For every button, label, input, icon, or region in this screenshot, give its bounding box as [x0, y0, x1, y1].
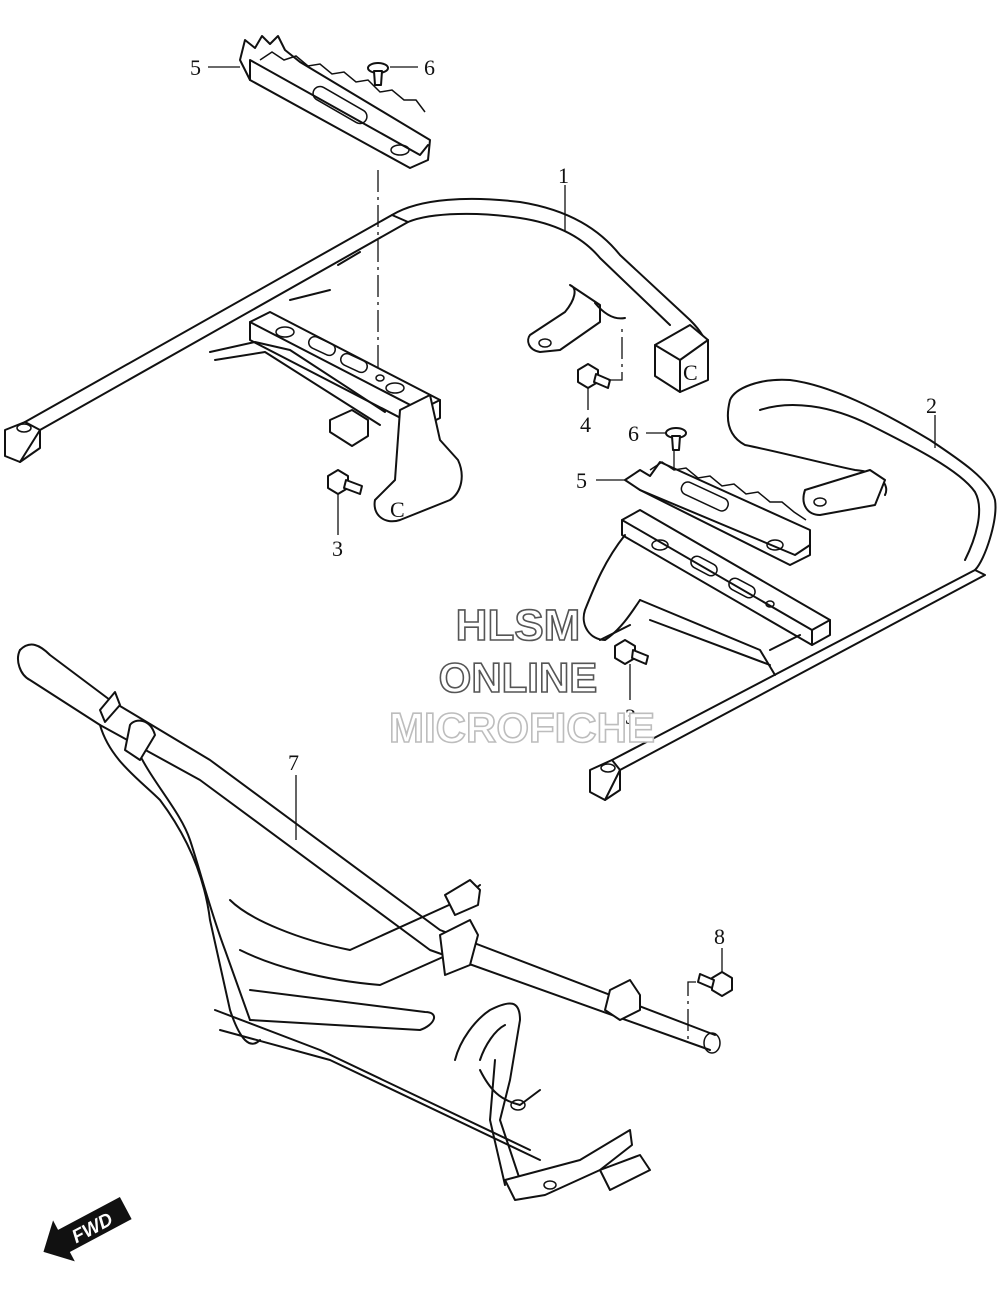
callout-2: 2: [926, 393, 937, 418]
callout-5-lower: 5: [576, 468, 587, 493]
callout-3-lower: 3: [625, 704, 636, 729]
front-guard-part-7: [17, 643, 721, 1201]
foot-peg-upper-part-5: [239, 35, 431, 169]
callout-1: 1: [558, 163, 569, 188]
callout-6-lower: 6: [628, 421, 639, 446]
footrest-frame-left-part-1: C C: [4, 197, 709, 523]
callout-5-upper: 5: [190, 55, 201, 80]
watermark-line-2: ONLINE: [439, 654, 598, 701]
bolt-3-upper: [327, 469, 363, 495]
watermark-line-1: HLSM: [456, 601, 581, 650]
callout-8: 8: [714, 924, 725, 949]
leader-lines: [208, 66, 936, 1040]
fwd-indicator: FWD: [43, 1197, 132, 1262]
callout-labels: 1 2 3 3 4 5 5 6 6 7 8: [190, 55, 937, 949]
footrest-frame-right-part-2: [582, 378, 997, 801]
svg-text:C: C: [683, 360, 698, 385]
callout-3-upper: 3: [332, 536, 343, 561]
callout-6-upper: 6: [424, 55, 435, 80]
watermark-line-3: MICROFICHE: [389, 704, 655, 751]
bolt-8: [697, 971, 733, 997]
fwd-arrow-icon: [43, 1197, 132, 1262]
screw-6-lower: [665, 427, 687, 451]
foot-peg-lower-part-5: [624, 461, 811, 566]
callout-7: 7: [288, 750, 299, 775]
callout-4: 4: [580, 412, 591, 437]
screw-6-upper: [367, 62, 389, 86]
svg-text:C: C: [390, 497, 405, 522]
bolt-3-lower: [614, 639, 649, 665]
watermark: HLSM ONLINE MICROFICHE: [388, 600, 656, 752]
bolt-4: [577, 363, 611, 389]
